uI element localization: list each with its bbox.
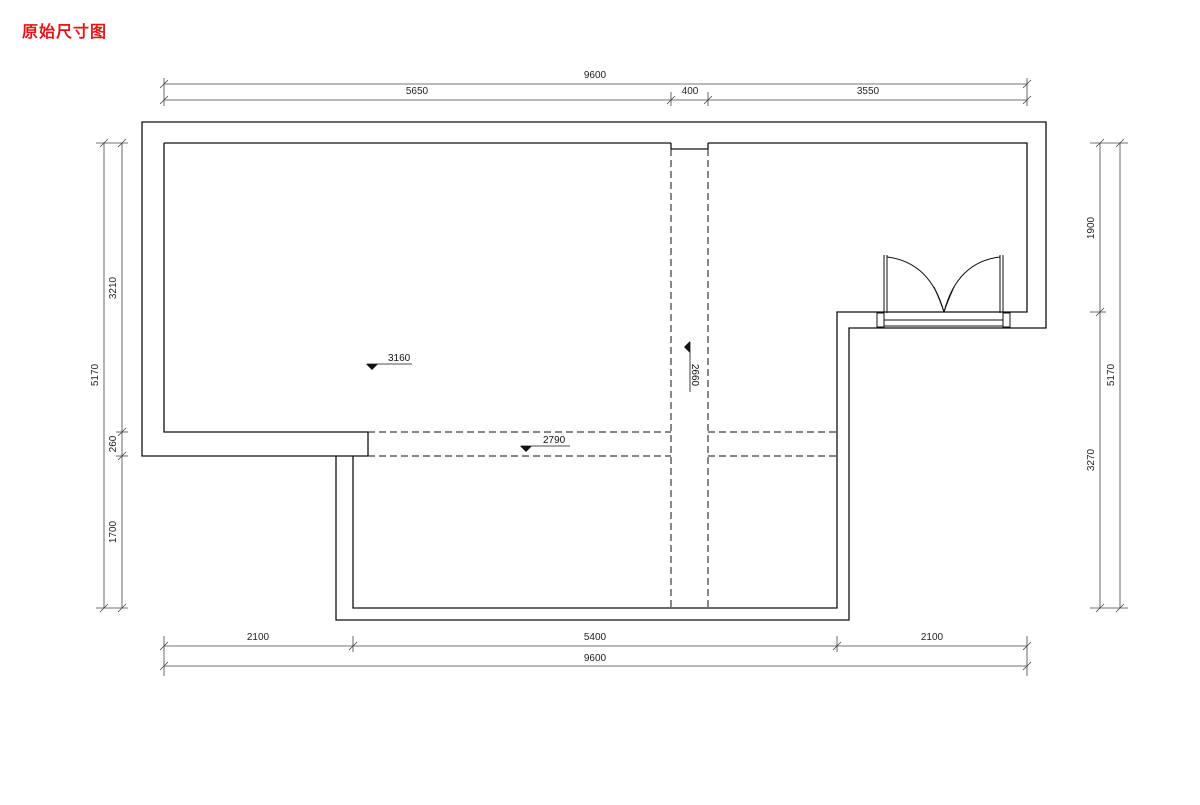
dimension-lines	[96, 78, 1128, 676]
dim-right-upper: 1900	[1086, 216, 1097, 239]
dim-bottom-right: 2100	[921, 632, 944, 643]
level-vertical-beam: 2660	[689, 364, 700, 387]
walls	[141, 121, 1047, 621]
dim-top-mid: 400	[682, 86, 699, 97]
dim-right-lower: 3270	[1086, 448, 1097, 471]
level-main-room: 3160	[388, 353, 411, 364]
dim-bottom-total: 9600	[584, 653, 607, 664]
page-title: 原始尺寸图	[22, 22, 108, 41]
dim-right-total: 5170	[1106, 363, 1117, 386]
dimension-labels: 9600 5650 400 3550 2100 5400 2100 9600 5…	[90, 70, 1117, 664]
dim-top-right: 3550	[857, 86, 880, 97]
dim-top-left: 5650	[406, 86, 429, 97]
inner-wall	[163, 142, 1028, 609]
dim-bottom-mid: 5400	[584, 632, 607, 643]
beam-lines	[368, 149, 837, 608]
dim-left-upper: 3210	[108, 276, 119, 299]
dim-left-middle: 260	[108, 435, 119, 452]
level-corridor-beam: 2790	[543, 435, 566, 446]
level-marker-main: 3160	[366, 353, 412, 370]
level-marker-corridor: 2790	[520, 435, 570, 452]
level-triangle-icon	[684, 341, 690, 353]
dim-top-total: 9600	[584, 70, 607, 81]
level-triangle-icon	[520, 446, 532, 452]
double-door	[876, 255, 1011, 328]
dim-left-lower: 1700	[108, 520, 119, 543]
dim-bottom-left: 2100	[247, 632, 270, 643]
level-marker-vertical: 2660	[684, 341, 700, 392]
outer-wall	[141, 121, 1047, 621]
level-triangle-icon	[366, 364, 378, 370]
dim-left-total: 5170	[90, 363, 101, 386]
